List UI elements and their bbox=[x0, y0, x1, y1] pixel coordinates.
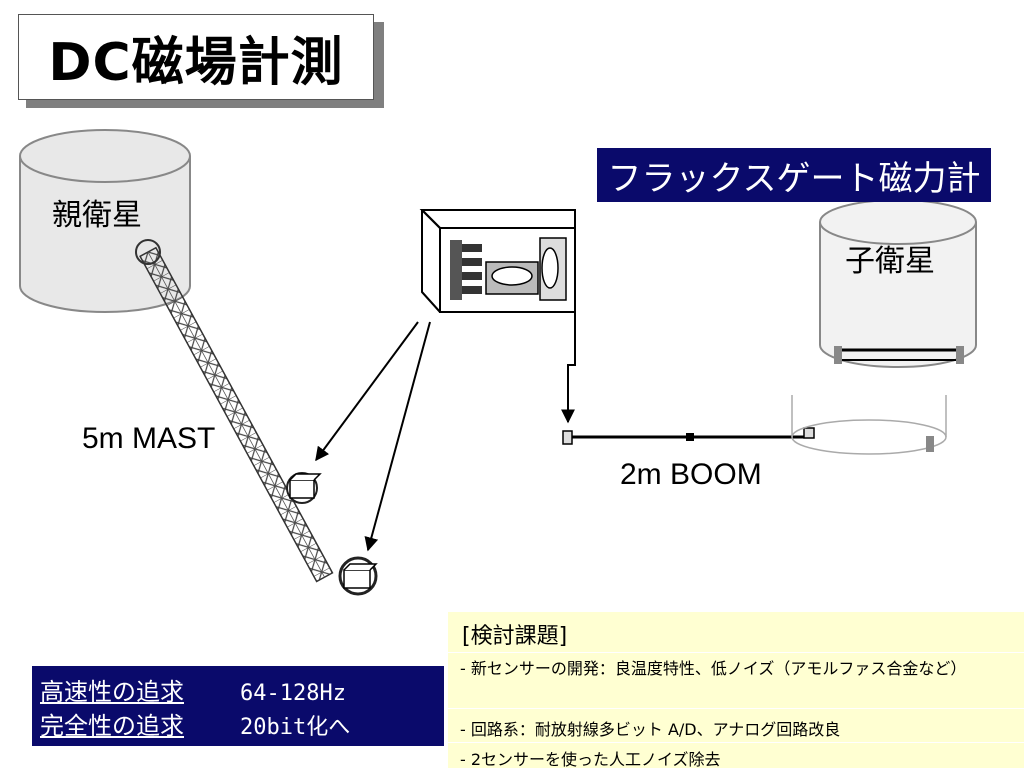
goal-value: 20bit化へ bbox=[240, 715, 351, 740]
boom bbox=[562, 427, 815, 445]
mast-sensor-1 bbox=[286, 472, 322, 504]
goal-row: 高速性の追求 64-128Hz bbox=[40, 672, 444, 706]
child-satellite bbox=[819, 199, 977, 368]
mast-sensor-2 bbox=[338, 556, 378, 596]
parent-satellite-label: 親衛星 bbox=[52, 198, 142, 233]
fluxgate-label: フラックスゲート磁力計 bbox=[597, 148, 991, 202]
divider bbox=[448, 708, 1024, 709]
goal-key: 完全性の追求 bbox=[40, 712, 184, 740]
issue-item: - 2センサーを使った人工ノイズ除去 bbox=[460, 750, 721, 769]
issues-panel: [検討課題] - 新センサーの開発：良温度特性、低ノイズ（アモルファス合金など）… bbox=[448, 612, 1024, 769]
page-title: DC磁場計測 bbox=[18, 14, 374, 100]
goals-box: 高速性の追求 64-128Hz 完全性の追求 20bit化へ bbox=[32, 666, 444, 746]
boom-label: 2m BOOM bbox=[620, 458, 762, 491]
child-satellite-label: 子衛星 bbox=[845, 244, 935, 279]
mast-truss bbox=[139, 246, 334, 583]
arrow-to-mast-sensor-1 bbox=[315, 321, 419, 462]
arrow-to-mast-sensor-2 bbox=[364, 321, 431, 552]
child-satellite-outline bbox=[791, 395, 947, 455]
goal-row: 完全性の追求 20bit化へ bbox=[40, 706, 444, 740]
issue-item: - 新センサーの開発：良温度特性、低ノイズ（アモルファス合金など） bbox=[460, 659, 967, 678]
goal-key: 高速性の追求 bbox=[40, 678, 184, 706]
mast-root-ring bbox=[135, 239, 161, 265]
mast-label: 5m MAST bbox=[82, 422, 216, 455]
issue-item: - 回路系：耐放射線多ビット A/D、アナログ回路改良 bbox=[460, 720, 841, 739]
divider bbox=[448, 652, 1024, 653]
issues-title: [検討課題] bbox=[462, 624, 568, 649]
divider bbox=[448, 742, 1024, 743]
parent-satellite bbox=[19, 129, 191, 313]
goal-value: 64-128Hz bbox=[240, 681, 346, 706]
arrow-to-boom-sensor bbox=[561, 312, 576, 424]
fluxgate-sensor-illustration bbox=[419, 209, 576, 313]
